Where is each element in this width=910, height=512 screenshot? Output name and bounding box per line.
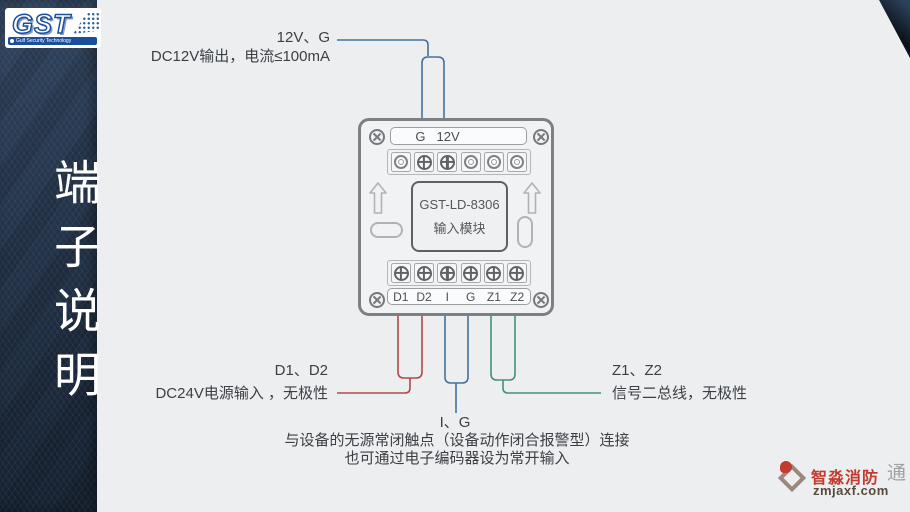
gst-logo-text: GST: [11, 8, 71, 40]
terminal-screw-icon: [414, 152, 435, 172]
terminal-screw-icon: [437, 263, 458, 283]
wire-red-cable: [397, 316, 423, 379]
up-arrow-icon: [523, 182, 541, 219]
annotation-d1-d2-title: D1、D2: [274, 362, 328, 379]
terminal-screw-icon: [483, 152, 504, 172]
mounting-slot: [517, 216, 533, 248]
corner-screw-icon: [369, 292, 385, 308]
sidebar: 端子说明: [0, 0, 100, 512]
corner-screw-icon: [533, 292, 549, 308]
corner-screw-icon: [533, 129, 549, 145]
bottom-terminal-block: [387, 260, 531, 286]
gst-logo-subtext: Gulf Security Technology: [8, 37, 97, 45]
annotation-d1-d2-desc: DC24V电源输入 ，无极性: [155, 385, 328, 402]
watermark-extra-glyph: 通: [886, 463, 906, 484]
up-arrow-icon: [369, 182, 387, 219]
wire-green-cable: [490, 316, 516, 381]
terminal-screw-icon: [437, 152, 458, 172]
top-terminal-block: [387, 149, 531, 175]
corner-screw-icon: [369, 129, 385, 145]
terminal-screw-icon: [391, 263, 412, 283]
terminal-screw-icon: [391, 152, 412, 172]
terminal-screw-icon: [506, 152, 527, 172]
annotation-z1-z2-title: Z1、Z2: [612, 362, 663, 379]
input-module-diagram: G 12V GST-LD-8306 输入模块 D1 D2 I G Z1 Z2: [358, 118, 554, 316]
mounting-slot: [370, 222, 403, 238]
terminal-label-g: G: [465, 289, 476, 304]
module-name-plate: GST-LD-8306 输入模块: [411, 181, 508, 252]
terminal-label-12v: 12V: [436, 128, 460, 144]
wire-top-cable: [421, 56, 445, 118]
corner-wedge-decoration: [879, 0, 910, 58]
terminal-label-z2: Z2: [510, 289, 525, 304]
module-model: GST-LD-8306: [419, 196, 500, 212]
watermark-brand: 智淼消防: [811, 470, 880, 487]
wire-top-label-lead: [337, 39, 429, 56]
annotation-i-g-desc1: 与设备的无源常闭触点（设备动作闭合报警型）连接: [284, 432, 630, 449]
terminal-label-i: I: [445, 289, 450, 304]
bottom-terminal-label-strip: D1 D2 I G Z1 Z2: [387, 288, 531, 305]
gst-logo: GST Gulf Security Technology: [5, 8, 101, 48]
sidebar-title: 端子说明: [47, 158, 100, 414]
terminal-screw-icon: [460, 152, 481, 172]
watermark-domain: zmjaxf.com: [813, 483, 889, 498]
terminal-label-d2: D2: [416, 289, 432, 304]
terminal-label-g: G: [415, 128, 426, 144]
annotation-12v-g-desc: DC12V输出，电流≤100mA: [150, 48, 330, 65]
wire-red-lead: [337, 378, 411, 394]
annotation-i-g-title: I、G: [439, 414, 471, 431]
module-type: 输入模块: [433, 220, 486, 236]
watermark: 智淼消防 zmjaxf.com 通: [777, 458, 906, 506]
annotation-i-g-desc2: 也可通过电子编码器设为常开输入: [344, 450, 570, 467]
wire-green-lead: [502, 380, 601, 394]
wire-blue-cable: [444, 316, 469, 384]
terminal-screw-icon: [483, 263, 504, 283]
annotation-z1-z2-desc: 信号二总线，无极性: [612, 385, 748, 402]
terminal-screw-icon: [460, 263, 481, 283]
terminal-label-d1: D1: [393, 289, 409, 304]
gst-logo-halftone-decoration: [73, 12, 99, 34]
terminal-label-z1: Z1: [486, 289, 501, 304]
annotation-12v-g-title: 12V、G: [276, 29, 330, 46]
terminal-screw-icon: [506, 263, 527, 283]
terminal-screw-icon: [414, 263, 435, 283]
watermark-logo-dot-icon: [780, 461, 792, 473]
top-terminal-label-strip: G 12V: [390, 127, 527, 145]
